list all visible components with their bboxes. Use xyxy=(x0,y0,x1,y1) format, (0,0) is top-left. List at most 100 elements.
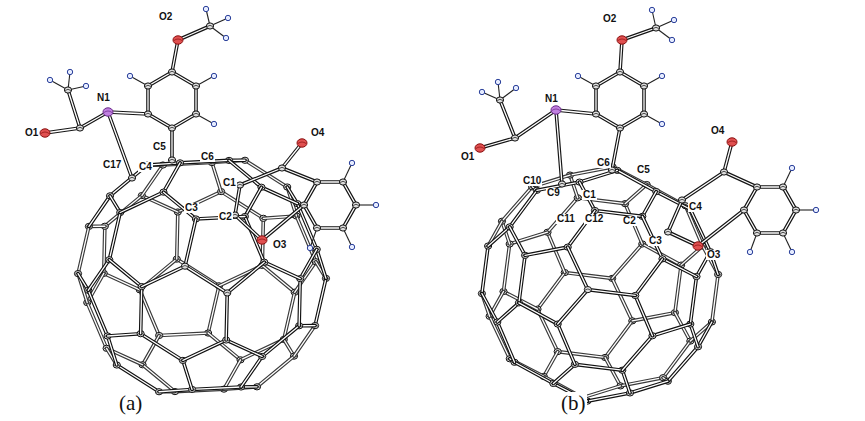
fullerene-cage xyxy=(74,157,329,395)
bond-core xyxy=(159,389,192,391)
bond xyxy=(568,247,588,289)
atom xyxy=(278,165,285,171)
bond-core xyxy=(147,86,148,114)
bond-core xyxy=(245,187,262,216)
bond xyxy=(78,226,89,273)
atom-octant xyxy=(559,183,565,184)
bond xyxy=(343,182,356,205)
bond xyxy=(675,265,681,313)
bond xyxy=(712,274,718,322)
bond-core xyxy=(68,90,80,128)
bond xyxy=(148,114,172,128)
atom xyxy=(349,244,354,249)
bond-core xyxy=(480,138,515,148)
bond-core xyxy=(172,40,178,72)
bond xyxy=(142,266,185,286)
atom-label: C5 xyxy=(636,165,651,175)
atom xyxy=(652,25,659,31)
atom-label: O1 xyxy=(24,128,39,138)
bond-core xyxy=(482,294,497,322)
bond-core xyxy=(262,205,304,240)
atom xyxy=(740,207,747,213)
atom xyxy=(753,230,760,236)
atom xyxy=(203,6,208,11)
atom xyxy=(513,85,518,90)
bond-core xyxy=(744,210,757,233)
atom-label: C2 xyxy=(218,212,233,222)
atom-label: C17 xyxy=(102,160,122,170)
atom xyxy=(307,245,312,250)
bond xyxy=(212,163,221,192)
atom-octant xyxy=(609,169,615,170)
bond xyxy=(698,210,744,246)
bond-core xyxy=(212,163,221,192)
substituent xyxy=(475,7,819,254)
bond xyxy=(304,205,317,228)
bond-core xyxy=(558,290,588,324)
bond xyxy=(304,182,317,205)
bond-core xyxy=(172,114,196,128)
bond-core xyxy=(500,100,515,138)
atom-octant xyxy=(41,132,49,134)
atom-octant xyxy=(340,227,346,228)
panel-label: (b) xyxy=(560,392,587,414)
bond-core xyxy=(690,209,710,251)
atom xyxy=(669,37,674,42)
bond-core xyxy=(108,336,117,365)
atom xyxy=(168,125,175,131)
bond xyxy=(724,172,757,187)
bond xyxy=(620,72,644,86)
bond-core xyxy=(143,365,175,392)
bond-core xyxy=(620,72,644,86)
bond-core xyxy=(141,287,142,334)
bond-core xyxy=(519,255,525,303)
atom xyxy=(779,230,786,236)
bond xyxy=(235,185,240,215)
bond xyxy=(558,352,605,358)
bond-core xyxy=(120,192,163,212)
bond-core xyxy=(635,295,652,335)
bond xyxy=(548,232,565,272)
atom-label: C11 xyxy=(556,214,576,224)
bond-core xyxy=(78,226,89,273)
bond xyxy=(642,216,662,258)
bond-core xyxy=(587,393,630,401)
bond xyxy=(163,163,180,192)
bond xyxy=(556,110,596,114)
bond-core xyxy=(558,352,605,358)
bond-core xyxy=(682,172,724,200)
atom xyxy=(727,138,737,146)
atom-octant xyxy=(353,204,359,205)
bond-core xyxy=(612,128,620,170)
bond xyxy=(159,389,192,391)
bond xyxy=(668,347,698,381)
bond xyxy=(241,356,262,387)
bond-core xyxy=(208,286,219,333)
atom xyxy=(479,89,484,94)
bond xyxy=(89,196,110,227)
bond-core xyxy=(642,216,662,258)
atom-label: C1 xyxy=(582,190,597,200)
atom xyxy=(313,225,320,231)
atom xyxy=(584,287,591,293)
atom-octant xyxy=(641,113,647,114)
bond xyxy=(68,90,80,128)
atom-label: C2 xyxy=(622,216,637,226)
bond-core xyxy=(488,227,510,246)
atom-label: C9 xyxy=(546,188,561,198)
bond xyxy=(482,246,488,294)
bond-core xyxy=(171,128,172,160)
atom-octant xyxy=(169,71,175,72)
atom-octant xyxy=(754,186,760,187)
bond-core xyxy=(177,212,178,259)
atom-octant xyxy=(129,177,135,178)
atom xyxy=(144,83,151,89)
substituent xyxy=(40,6,379,250)
bond-core xyxy=(698,210,744,246)
bond xyxy=(490,316,510,358)
atom-octant xyxy=(780,186,786,187)
bond-core xyxy=(668,347,698,381)
bond-core xyxy=(698,322,712,347)
bond xyxy=(553,364,575,383)
